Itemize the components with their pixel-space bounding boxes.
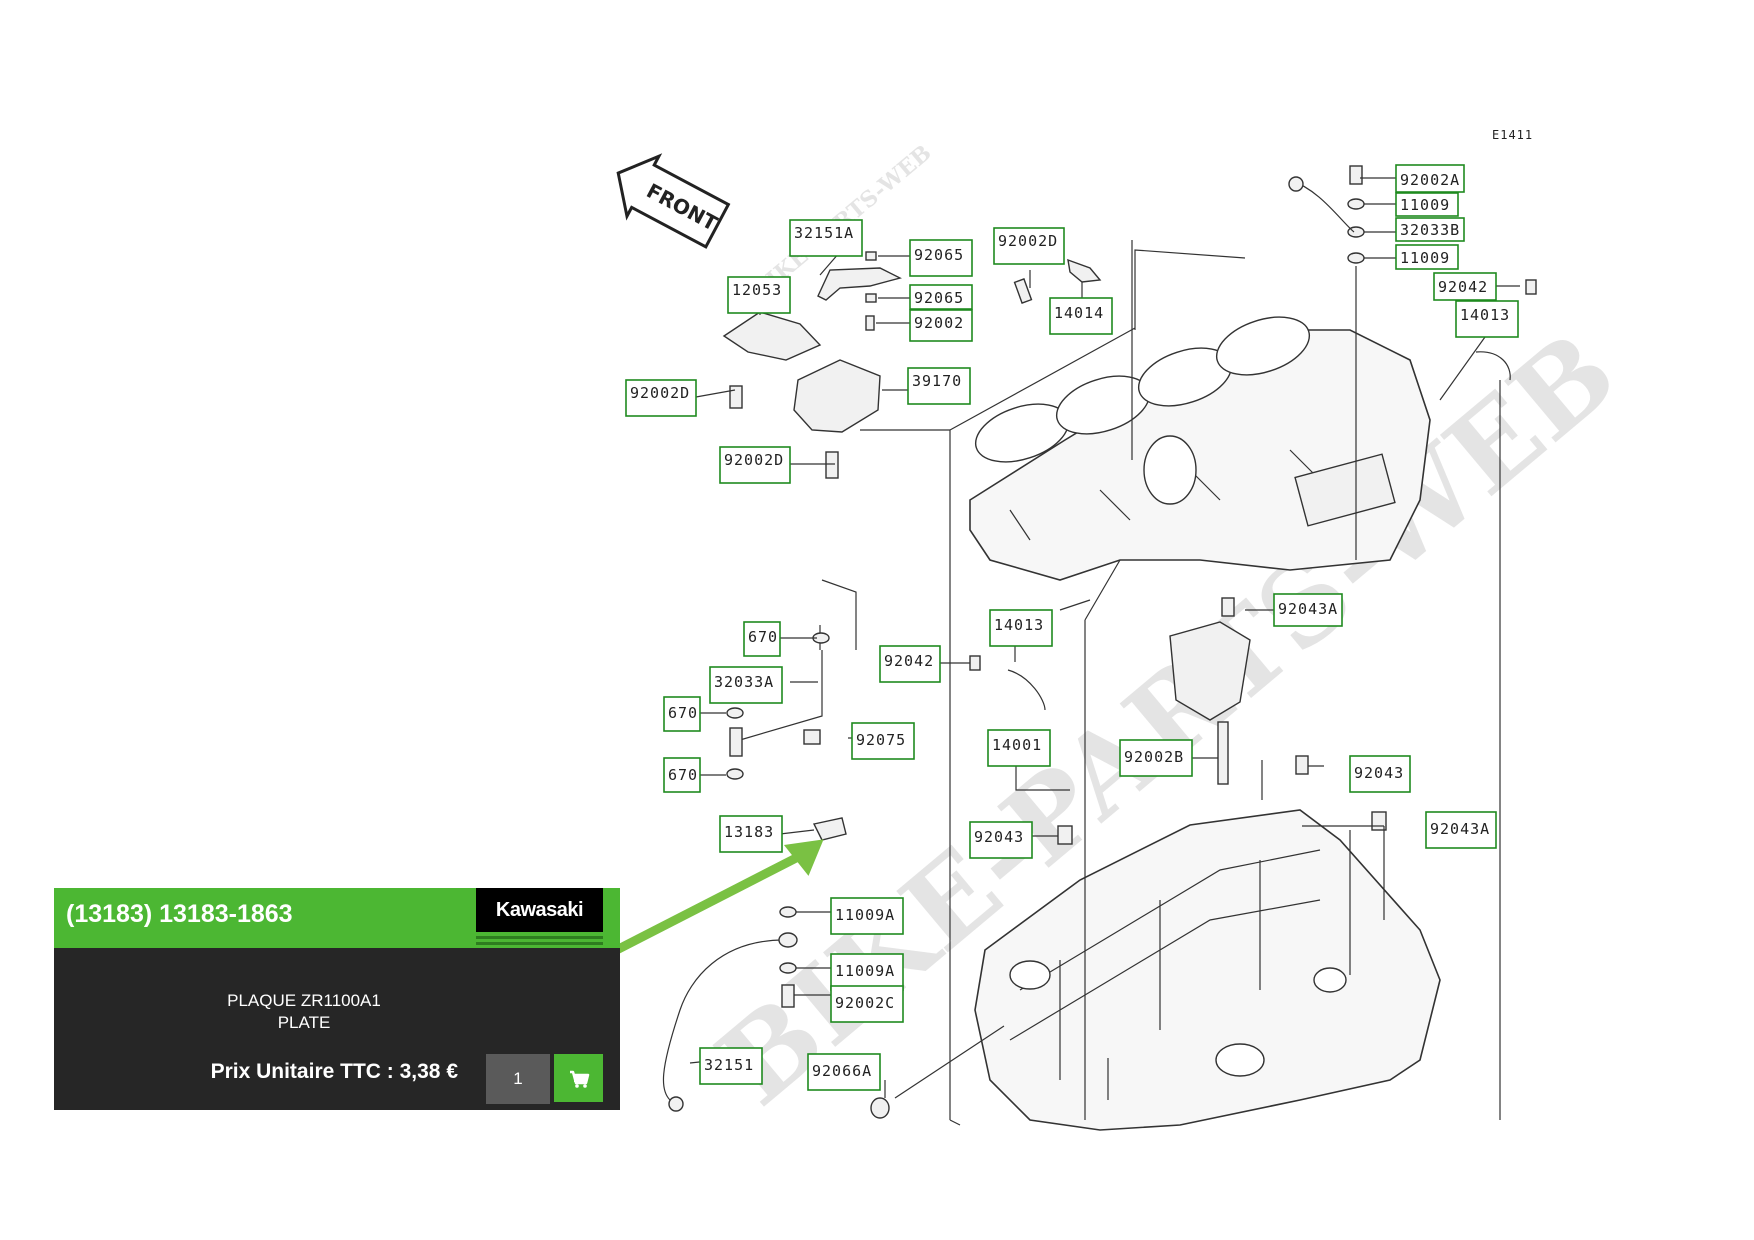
part-label-13183[interactable]: 13183 bbox=[719, 815, 783, 853]
part-label-32033b[interactable]: 32033B bbox=[1395, 217, 1465, 242]
svg-text:32033A: 32033A bbox=[714, 673, 774, 691]
svg-text:11009: 11009 bbox=[1400, 249, 1450, 267]
card-header: (13183) 13183-1863 Kawasaki bbox=[54, 888, 620, 948]
part-label-92002[interactable]: 92002 bbox=[909, 309, 973, 342]
part-label-92043[interactable]: 92043 bbox=[969, 821, 1033, 859]
diagram-code: E1411 bbox=[1492, 128, 1533, 142]
add-to-cart-button[interactable] bbox=[554, 1054, 603, 1102]
svg-text:32151: 32151 bbox=[704, 1056, 754, 1074]
part-label-92043a[interactable]: 92043A bbox=[1273, 593, 1343, 627]
upper-crankcase bbox=[969, 316, 1431, 581]
svg-text:92002: 92002 bbox=[914, 314, 964, 332]
svg-text:92043A: 92043A bbox=[1278, 600, 1338, 618]
part-label-14013[interactable]: 14013 bbox=[1455, 300, 1519, 338]
svg-text:92042: 92042 bbox=[1438, 278, 1488, 296]
part-label-92065[interactable]: 92065 bbox=[909, 284, 973, 310]
part-label-670[interactable]: 670 bbox=[663, 757, 701, 793]
part-label-92002d[interactable]: 92002D bbox=[625, 379, 697, 417]
lower-crankcase bbox=[974, 809, 1441, 1131]
part-label-92002d[interactable]: 92002D bbox=[719, 446, 791, 484]
svg-text:92002A: 92002A bbox=[1400, 171, 1460, 189]
part-label-92066a[interactable]: 92066A bbox=[807, 1053, 881, 1091]
product-info-card: (13183) 13183-1863 Kawasaki PLAQUE ZR110… bbox=[54, 888, 620, 1110]
part-label-11009a[interactable]: 11009A bbox=[830, 953, 904, 991]
svg-text:92075: 92075 bbox=[856, 731, 906, 749]
unit-price: Prix Unitaire TTC : 3,38 € bbox=[210, 1060, 458, 1083]
part-label-92002b[interactable]: 92002B bbox=[1119, 739, 1193, 777]
svg-text:92002D: 92002D bbox=[630, 384, 690, 402]
part-label-92042[interactable]: 92042 bbox=[879, 645, 941, 683]
brand-stripe bbox=[476, 936, 603, 939]
part-label-670[interactable]: 670 bbox=[663, 696, 701, 732]
svg-text:92065: 92065 bbox=[914, 289, 964, 307]
part-description-en: PLATE bbox=[277, 1013, 331, 1032]
svg-text:92002D: 92002D bbox=[998, 232, 1058, 250]
part-label-92002d[interactable]: 92002D bbox=[993, 227, 1065, 265]
svg-text:32033B: 32033B bbox=[1400, 221, 1460, 239]
part-labels: 92002A 11009 32033B 11009 92042 14013 32… bbox=[625, 164, 1519, 1091]
part-label-32151a[interactable]: 32151A bbox=[789, 219, 863, 257]
part-label-32151[interactable]: 32151 bbox=[699, 1047, 763, 1085]
svg-text:92002D: 92002D bbox=[724, 451, 784, 469]
svg-text:11009A: 11009A bbox=[835, 906, 895, 924]
part-label-11009[interactable]: 11009 bbox=[1395, 244, 1459, 270]
front-arrow-icon: FRONT bbox=[616, 153, 731, 249]
svg-text:92043: 92043 bbox=[974, 828, 1024, 846]
part-label-14001[interactable]: 14001 bbox=[987, 729, 1051, 767]
svg-text:39170: 39170 bbox=[912, 372, 962, 390]
svg-text:670: 670 bbox=[748, 628, 778, 646]
part-label-92043a[interactable]: 92043A bbox=[1425, 811, 1497, 849]
part-label-11009a[interactable]: 11009A bbox=[830, 897, 904, 935]
part-label-14013[interactable]: 14013 bbox=[989, 609, 1053, 647]
part-label-12053[interactable]: 12053 bbox=[727, 276, 791, 314]
part-label-670[interactable]: 670 bbox=[743, 621, 781, 657]
svg-text:92043: 92043 bbox=[1354, 764, 1404, 782]
part-label-92075[interactable]: 92075 bbox=[851, 722, 915, 760]
svg-text:12053: 12053 bbox=[732, 281, 782, 299]
svg-text:13183: 13183 bbox=[724, 823, 774, 841]
part-label-92002c[interactable]: 92002C bbox=[830, 985, 904, 1023]
svg-text:32151A: 32151A bbox=[794, 224, 854, 242]
part-label-92043[interactable]: 92043 bbox=[1349, 755, 1411, 793]
part-label-14014[interactable]: 14014 bbox=[1049, 297, 1113, 335]
small-parts bbox=[662, 165, 1537, 1119]
svg-text:11009A: 11009A bbox=[835, 962, 895, 980]
svg-text:14013: 14013 bbox=[994, 616, 1044, 634]
svg-text:92002B: 92002B bbox=[1124, 748, 1184, 766]
part-label-92002a[interactable]: 92002A bbox=[1395, 164, 1465, 193]
part-description-fr: PLAQUE ZR1100A1 bbox=[227, 991, 381, 1010]
quantity-input[interactable] bbox=[486, 1054, 550, 1104]
svg-text:14014: 14014 bbox=[1054, 304, 1104, 322]
part-label-39170[interactable]: 39170 bbox=[907, 367, 971, 405]
part-label-11009[interactable]: 11009 bbox=[1395, 192, 1459, 217]
svg-text:14013: 14013 bbox=[1460, 306, 1510, 324]
svg-text:92042: 92042 bbox=[884, 652, 934, 670]
svg-text:670: 670 bbox=[668, 766, 698, 784]
shopping-cart-icon bbox=[570, 1070, 590, 1088]
svg-text:92002C: 92002C bbox=[835, 994, 895, 1012]
svg-text:670: 670 bbox=[668, 704, 698, 722]
part-label-92042[interactable]: 92042 bbox=[1433, 272, 1497, 301]
leader-lines bbox=[680, 177, 1520, 1100]
svg-text:92065: 92065 bbox=[914, 246, 964, 264]
svg-text:11009: 11009 bbox=[1400, 196, 1450, 214]
svg-text:14001: 14001 bbox=[992, 736, 1042, 754]
brand-stripe bbox=[476, 942, 603, 945]
part-reference-title: (13183) 13183-1863 bbox=[66, 900, 293, 928]
brand-logo: Kawasaki bbox=[476, 888, 603, 932]
svg-text:92043A: 92043A bbox=[1430, 820, 1490, 838]
svg-text:92066A: 92066A bbox=[812, 1062, 872, 1080]
part-label-92065[interactable]: 92065 bbox=[909, 239, 973, 277]
part-label-32033a[interactable]: 32033A bbox=[709, 666, 783, 704]
